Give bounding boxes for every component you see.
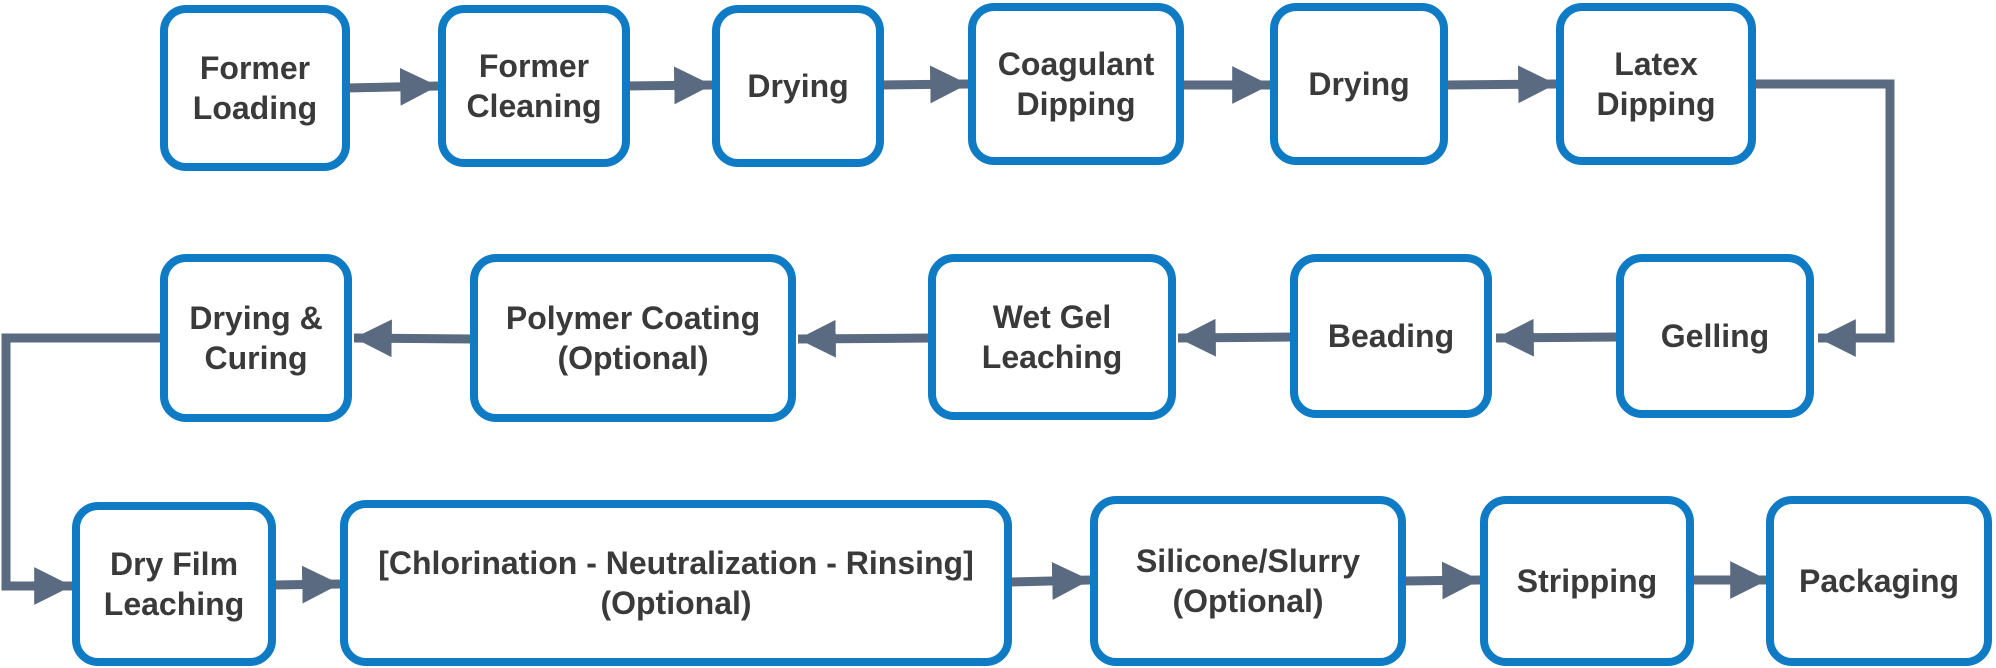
step-label: Dry Film Leaching	[103, 546, 245, 622]
step-beading: Beading	[1290, 254, 1492, 418]
step-label: Drying & Curing	[189, 300, 323, 376]
arrow-drying-to-coagulant-dipping	[881, 65, 969, 104]
step-label: Stripping	[1516, 563, 1658, 599]
arrow-chlorination-to-silicone-slurry	[1009, 562, 1091, 600]
step-former-loading: Former Loading	[160, 5, 350, 171]
step-wet-gel-leaching: Wet Gel Leaching	[928, 254, 1176, 420]
arrow-wet-gel-leaching-to-polymer-coating	[797, 319, 933, 358]
arrow-polymer-coating-to-drying-curing	[353, 319, 474, 358]
arrow-former-cleaning-to-drying	[625, 66, 713, 105]
step-label: Gelling	[1660, 318, 1770, 354]
step-label: [Chlorination - Neutralization - Rinsing…	[378, 545, 974, 621]
step-label: Drying	[1308, 66, 1410, 102]
arrow-drying-to-latex-dipping	[1445, 65, 1557, 104]
step-drying-2: Drying	[1270, 3, 1448, 165]
arrow-gelling-to-beading	[1495, 318, 1619, 357]
step-label: Former Cleaning	[466, 48, 602, 124]
step-coagulant-dipping: Coagulant Dipping	[968, 3, 1184, 165]
arrow-dry-film-leaching-to-chlorination	[273, 565, 341, 604]
step-label: Beading	[1327, 318, 1455, 354]
step-dry-film-leaching: Dry Film Leaching	[72, 502, 276, 666]
arrow-latex-dipping-to-gelling	[1754, 79, 1895, 357]
step-packaging: Packaging	[1766, 496, 1992, 666]
step-label: Drying	[747, 68, 849, 104]
step-latex-dipping: Latex Dipping	[1556, 3, 1756, 165]
step-polymer-coating: Polymer Coating (Optional)	[470, 254, 796, 422]
step-stripping: Stripping	[1480, 496, 1694, 666]
step-label: Packaging	[1798, 563, 1960, 599]
step-label: Former Loading	[192, 50, 318, 126]
step-former-cleaning: Former Cleaning	[438, 5, 630, 167]
step-label: Silicone/Slurry (Optional)	[1135, 543, 1361, 619]
step-gelling: Gelling	[1616, 254, 1814, 418]
step-drying-curing: Drying & Curing	[160, 254, 352, 422]
arrow-beading-to-wet-gel-leaching	[1177, 318, 1295, 357]
step-label: Coagulant Dipping	[997, 46, 1155, 122]
step-label: Polymer Coating (Optional)	[505, 300, 761, 376]
step-label: Latex Dipping	[1596, 46, 1716, 122]
step-label: Wet Gel Leaching	[981, 299, 1123, 375]
arrow-former-loading-to-former-cleaning	[345, 67, 439, 106]
arrow-silicone-slurry-to-stripping	[1403, 561, 1481, 600]
step-drying-1: Drying	[712, 5, 884, 167]
arrow-drying-curing-to-dry-film-leaching	[1, 333, 160, 605]
step-silicone-slurry: Silicone/Slurry (Optional)	[1090, 496, 1406, 666]
step-chlorination-neutralization-rinsing: [Chlorination - Neutralization - Rinsing…	[340, 500, 1012, 666]
